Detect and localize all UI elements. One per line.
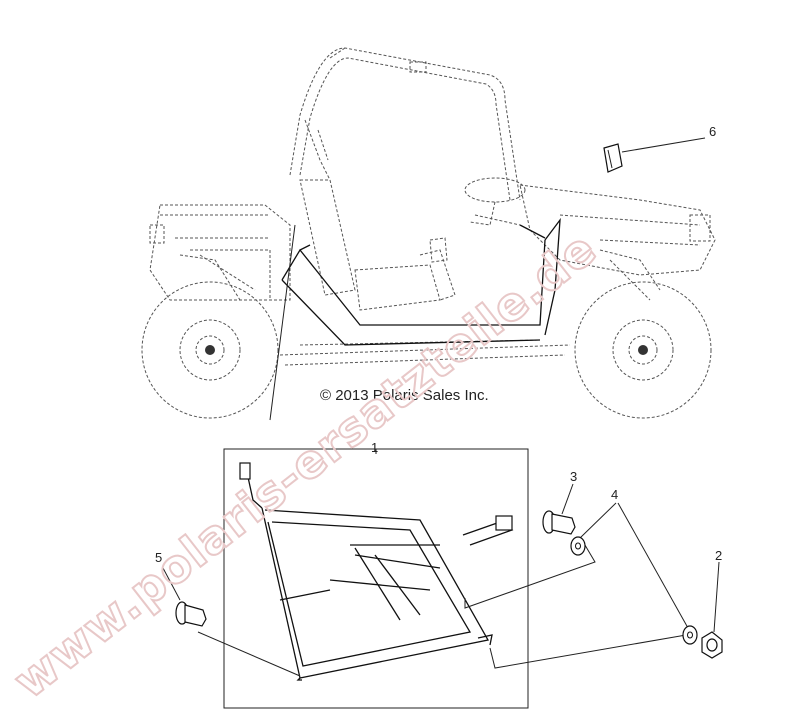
- callout-3: 3: [570, 469, 577, 484]
- part-3-push-rivet: [542, 510, 576, 535]
- callout-6: 6: [709, 124, 716, 139]
- leader-3: [561, 483, 574, 515]
- leader-2: [713, 561, 720, 633]
- leader-4-upper: [464, 539, 596, 609]
- copyright-text: © 2013 Polaris Sales Inc.: [320, 387, 489, 404]
- part-1-door-frame: [239, 462, 514, 681]
- callout-4: 4: [611, 487, 618, 502]
- leader-4-lower: [489, 634, 687, 669]
- part-2-nut: [701, 631, 723, 659]
- part-4-washer-upper: [570, 536, 586, 556]
- leader-4-a: [579, 502, 617, 539]
- part-5-push-rivet: [175, 601, 207, 627]
- leader-5: [162, 567, 181, 601]
- callout-1: 1: [371, 440, 378, 455]
- part-4-washer-lower: [682, 625, 698, 645]
- watermark-text: www.polaris-ersatzteile.de: [4, 221, 607, 709]
- part-6-clip: [603, 143, 623, 173]
- leader-door-bottom: [197, 631, 301, 677]
- vehicle-outline: [141, 47, 716, 421]
- leader-4-b: [617, 502, 689, 629]
- callout-5: 5: [155, 550, 162, 565]
- callout-2: 2: [715, 548, 722, 563]
- leader-6: [621, 137, 706, 153]
